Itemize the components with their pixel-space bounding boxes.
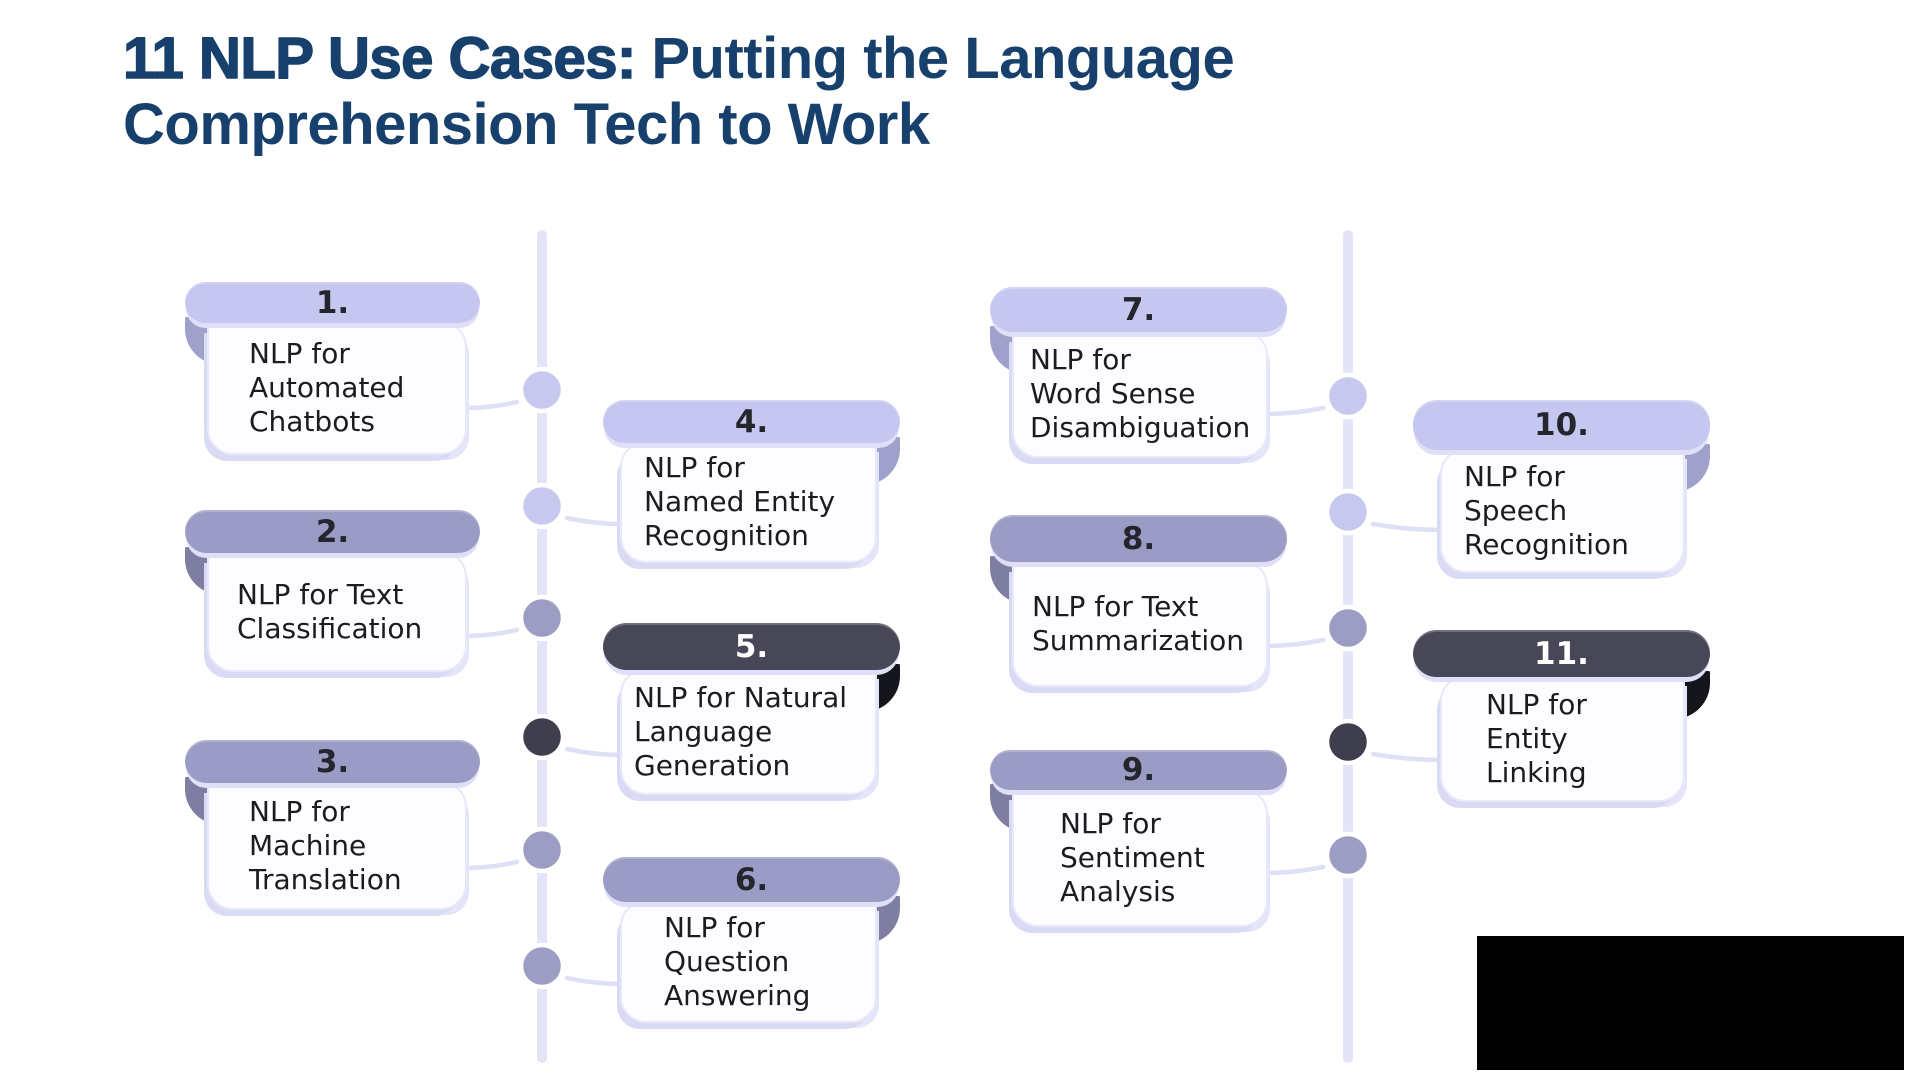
card-number-header: 6. (603, 857, 900, 902)
card-text-line: Linking (1486, 755, 1587, 789)
card-text-line: Speech (1464, 493, 1568, 527)
timeline-dot-card-5 (518, 713, 566, 761)
card-number: 3. (315, 743, 350, 780)
connector-card-6 (564, 975, 625, 987)
card-text-line: Sentiment (1060, 840, 1205, 874)
redaction-box (1477, 936, 1904, 1070)
card-text-line: Disambiguation (1030, 411, 1251, 444)
card-number: 4. (734, 403, 769, 440)
card-text-line: Word Sense (1030, 377, 1196, 410)
connector-card-9 (1263, 864, 1326, 876)
card-number: 1. (315, 284, 350, 321)
card-number-header: 9. (990, 750, 1287, 790)
connector-card-3 (462, 859, 520, 871)
card-text-line: Generation (634, 748, 791, 782)
card-text-line: Classification (237, 611, 423, 645)
card-number: 8. (1121, 520, 1156, 557)
card-number-header: 11. (1413, 630, 1710, 677)
card-number-header: 7. (990, 287, 1287, 332)
connector-card-8 (1263, 637, 1326, 649)
card-text-line: NLP for (249, 337, 350, 370)
card-text-line: NLP for (664, 910, 765, 944)
card-text-line: Language (634, 714, 773, 748)
timeline-dot-card-4 (518, 482, 566, 530)
card-number: 9. (1121, 752, 1156, 788)
timeline-dot-card-9 (1324, 831, 1372, 879)
card-number: 7. (1121, 291, 1156, 328)
card-number: 10. (1534, 407, 1589, 443)
timeline-dot-card-10 (1324, 488, 1372, 536)
card-text-line: NLP for (1060, 806, 1161, 840)
connector-card-10 (1370, 521, 1445, 533)
timeline-dot-card-3 (518, 826, 566, 874)
page-title: 11 NLP Use Cases: Putting the Language C… (122, 25, 1503, 158)
timeline-dot-card-11 (1324, 718, 1372, 766)
timeline-dot-card-6 (518, 942, 566, 990)
card-text-line: Chatbots (249, 405, 375, 438)
timeline-dot-card-2 (518, 594, 566, 642)
card-text-line: NLP for (1030, 343, 1131, 376)
card-number: 2. (315, 513, 350, 550)
card-number: 11. (1534, 635, 1589, 672)
card-text-line: Named Entity (644, 485, 836, 518)
card-number: 6. (734, 861, 769, 898)
card-text-line: Recognition (644, 519, 809, 552)
card-number-header: 5. (603, 623, 900, 670)
card-text-line: NLP for (1486, 687, 1587, 721)
card-number-header: 8. (990, 515, 1287, 562)
connector-card-5 (564, 746, 625, 758)
card-number-header: 3. (185, 740, 480, 783)
connector-card-7 (1263, 405, 1326, 417)
card-text-line: NLP for Text (1032, 589, 1199, 623)
page-title-rest: Putting the Language Comprehension Tech … (123, 26, 1235, 157)
card-text-line: Summarization (1032, 623, 1245, 657)
connector-card-4 (564, 515, 625, 527)
card-text-line: Translation (249, 862, 402, 896)
card-number-header: 4. (603, 400, 900, 443)
card-number-header: 10. (1413, 400, 1710, 450)
card-text-line: Automated (249, 371, 405, 404)
card-text-line: NLP for Text (237, 577, 404, 611)
connector-card-2 (462, 627, 520, 639)
card-text-line: Entity (1486, 721, 1568, 755)
card-text-line: NLP for Natural (634, 680, 848, 714)
timeline-dot-card-1 (518, 366, 566, 414)
card-number-header: 2. (185, 510, 480, 553)
connector-card-1 (462, 399, 520, 411)
connector-card-11 (1370, 751, 1445, 763)
card-text-line: Answering (664, 978, 811, 1012)
card-text-line: Recognition (1464, 527, 1629, 561)
card-number: 5. (734, 628, 769, 665)
card-number-header: 1. (185, 282, 480, 323)
card-text-line: Analysis (1060, 874, 1176, 908)
timeline-dot-card-7 (1324, 372, 1372, 420)
card-text-line: Machine (249, 828, 367, 862)
card-text-line: NLP for (1464, 459, 1565, 493)
card-text-line: NLP for (249, 794, 350, 828)
card-text-line: Question (664, 944, 790, 978)
card-text-line: NLP for (644, 451, 745, 484)
timeline-dot-card-8 (1324, 604, 1372, 652)
page-title-emphasis: 11 NLP Use Cases: (122, 25, 637, 91)
